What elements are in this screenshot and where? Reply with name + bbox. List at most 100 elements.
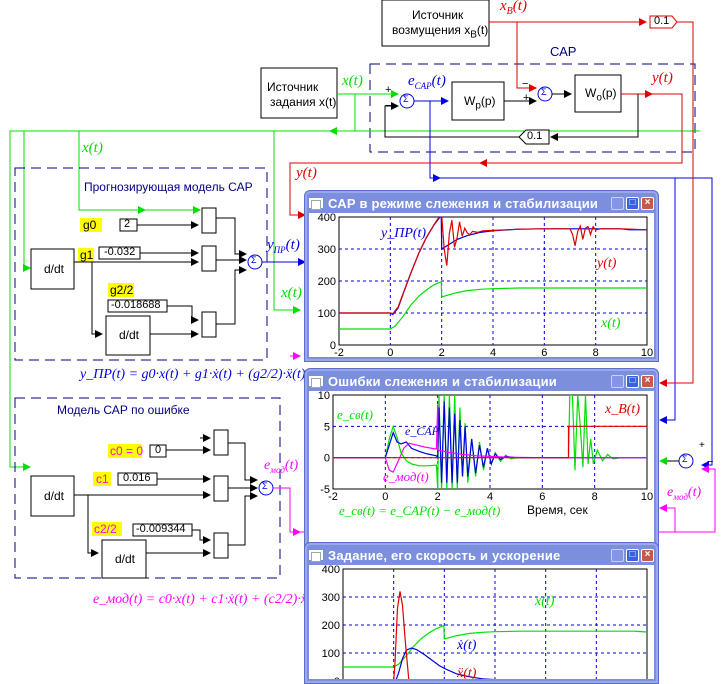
emod-sym: e xyxy=(264,458,271,473)
y-tick-label: 0 xyxy=(330,340,336,352)
c2-label: c2/2 xyxy=(94,522,117,536)
window-icon xyxy=(309,198,323,208)
error-ddt-2[interactable] xyxy=(101,539,147,579)
emod-sub: мод xyxy=(270,464,285,475)
disturbance-source-block[interactable] xyxy=(381,0,490,47)
disturbance-source-line2: возмущения xB(t) xyxy=(392,23,488,40)
x-sym: x xyxy=(342,73,349,89)
disturbance-gain-block[interactable] xyxy=(649,15,678,29)
c0-value[interactable]: 0 xyxy=(155,444,162,456)
close-button[interactable]: × xyxy=(641,374,654,388)
maximize-button[interactable]: □ xyxy=(626,196,639,210)
series-line-x_B(t) xyxy=(333,425,647,459)
close-button[interactable]: × xyxy=(641,196,654,210)
wo-block[interactable] xyxy=(574,74,622,113)
chart-window-tracking[interactable]: САР в режиме слежения и стабилизации □ ×… xyxy=(304,190,659,362)
wire-x-feed xyxy=(9,94,356,471)
forecast-mult-2[interactable] xyxy=(201,311,217,338)
minimize-button[interactable] xyxy=(611,374,624,388)
g1-value[interactable]: -0.032 xyxy=(104,246,136,258)
ddt-label-4: d/dt xyxy=(115,552,136,566)
error-mult-1[interactable] xyxy=(213,475,229,502)
emod-sub2: мод xyxy=(673,491,688,502)
y-tick-label: 100 xyxy=(322,648,340,660)
chart-annotation: e_св(t) = e_CAP(t) − e_мод(t) xyxy=(339,503,500,518)
forecast-ddt-2[interactable] xyxy=(105,315,151,356)
forecast-mult-1[interactable] xyxy=(201,245,217,272)
feedback-gain-value: 0.1 xyxy=(527,130,543,142)
maximize-button[interactable]: □ xyxy=(626,374,639,388)
setpoint-source-block[interactable] xyxy=(260,67,338,119)
series-line-ẋ(t) xyxy=(395,647,496,679)
c2-highlight xyxy=(92,522,122,536)
forecast-formula: y_ПР(t) = g0·x(t) + g1·ẋ(t) + (g2/2)·ẍ(t… xyxy=(80,367,306,382)
label-x-top: x(t) xyxy=(342,73,363,90)
x-tick-label: 8 xyxy=(593,347,599,357)
disturbance-source-line1: Источник xyxy=(412,8,464,22)
x-sym2: x xyxy=(82,140,89,156)
ypr-sub: ПР xyxy=(273,245,286,255)
series-line-e_CAP xyxy=(333,401,647,483)
x-tick-label: 4 xyxy=(490,347,496,357)
c2-value[interactable]: -0.009344 xyxy=(136,523,186,535)
window-title: Задание, его скорость и ускорение xyxy=(328,547,561,563)
y-sym2: y xyxy=(296,165,303,181)
emod-t: (t) xyxy=(284,458,299,473)
wo-main: W xyxy=(585,86,597,100)
feedback-gain-block[interactable] xyxy=(518,129,550,145)
c0-value-box[interactable] xyxy=(149,444,167,458)
window-icon xyxy=(309,376,323,386)
x-tick-label: 6 xyxy=(539,491,545,503)
x-tick-label: 2 xyxy=(439,347,445,357)
ddt-label-2: d/dt xyxy=(119,328,140,342)
wp-label: Wp(p) xyxy=(464,94,496,111)
c1-value[interactable]: 0.016 xyxy=(123,472,151,484)
forecast-mult-0[interactable] xyxy=(201,207,217,234)
chart-annotation: ẍ(t) xyxy=(456,666,477,679)
error-mult-2[interactable] xyxy=(213,532,229,559)
y-tick-label: 300 xyxy=(318,244,336,256)
window-titlebar[interactable]: Задание, его скорость и ускорение □ × xyxy=(309,546,654,564)
y-t: (t) xyxy=(658,70,673,86)
c0-label: c0 = 0 xyxy=(110,444,144,458)
x-tick-label: -2 xyxy=(334,347,344,357)
g2-value[interactable]: -0.018688 xyxy=(111,299,161,311)
minimize-button[interactable] xyxy=(611,548,624,562)
plot-area: 0100200300400x(t)ẋ(t)ẍ(t) xyxy=(309,565,654,679)
plus-sign-3: + xyxy=(699,440,705,451)
y-tick-label: 0 xyxy=(334,676,340,679)
window-titlebar[interactable]: Ошибки слежения и стабилизации □ × xyxy=(309,372,654,390)
forecast-ddt-1[interactable] xyxy=(30,248,75,290)
chart-window-setpoint[interactable]: Задание, его скорость и ускорение □ × 0 1… xyxy=(304,542,659,684)
g0-highlight xyxy=(80,218,102,232)
sum-symbol-5: Σ xyxy=(682,454,688,464)
g2-label: g2/2 xyxy=(110,283,134,297)
label-xb-top: xB(t) xyxy=(500,0,527,17)
plus-sign-2: + xyxy=(523,92,530,104)
error-mult-0[interactable] xyxy=(213,429,229,456)
window-title: Ошибки слежения и стабилизации xyxy=(328,373,557,389)
y-tick-label: 5 xyxy=(324,421,330,433)
plus-sign-1: + xyxy=(385,84,392,96)
x-tick-label: 8 xyxy=(592,491,598,503)
x-tick-label: 6 xyxy=(541,347,547,357)
g0-value[interactable]: 2 xyxy=(124,218,131,230)
chart-annotation: y(t) xyxy=(595,256,617,271)
y-tick-label: -5 xyxy=(320,484,330,496)
chart-annotation: ẋ(t) xyxy=(456,638,477,653)
ddt-label-3: d/dt xyxy=(44,489,65,503)
minimize-button[interactable] xyxy=(611,196,624,210)
error-ddt-1[interactable] xyxy=(30,475,75,517)
close-button[interactable]: × xyxy=(641,548,654,562)
plot-frame xyxy=(338,216,648,346)
y-tick-label: 300 xyxy=(322,592,340,604)
wo-label: Wo(p) xyxy=(585,86,617,103)
series-line-e_св(t) xyxy=(333,395,647,489)
e-sym: e xyxy=(408,73,415,89)
window-titlebar[interactable]: САР в режиме слежения и стабилизации □ × xyxy=(309,194,654,212)
maximize-button[interactable]: □ xyxy=(626,548,639,562)
y-tick-label: 200 xyxy=(322,620,340,632)
